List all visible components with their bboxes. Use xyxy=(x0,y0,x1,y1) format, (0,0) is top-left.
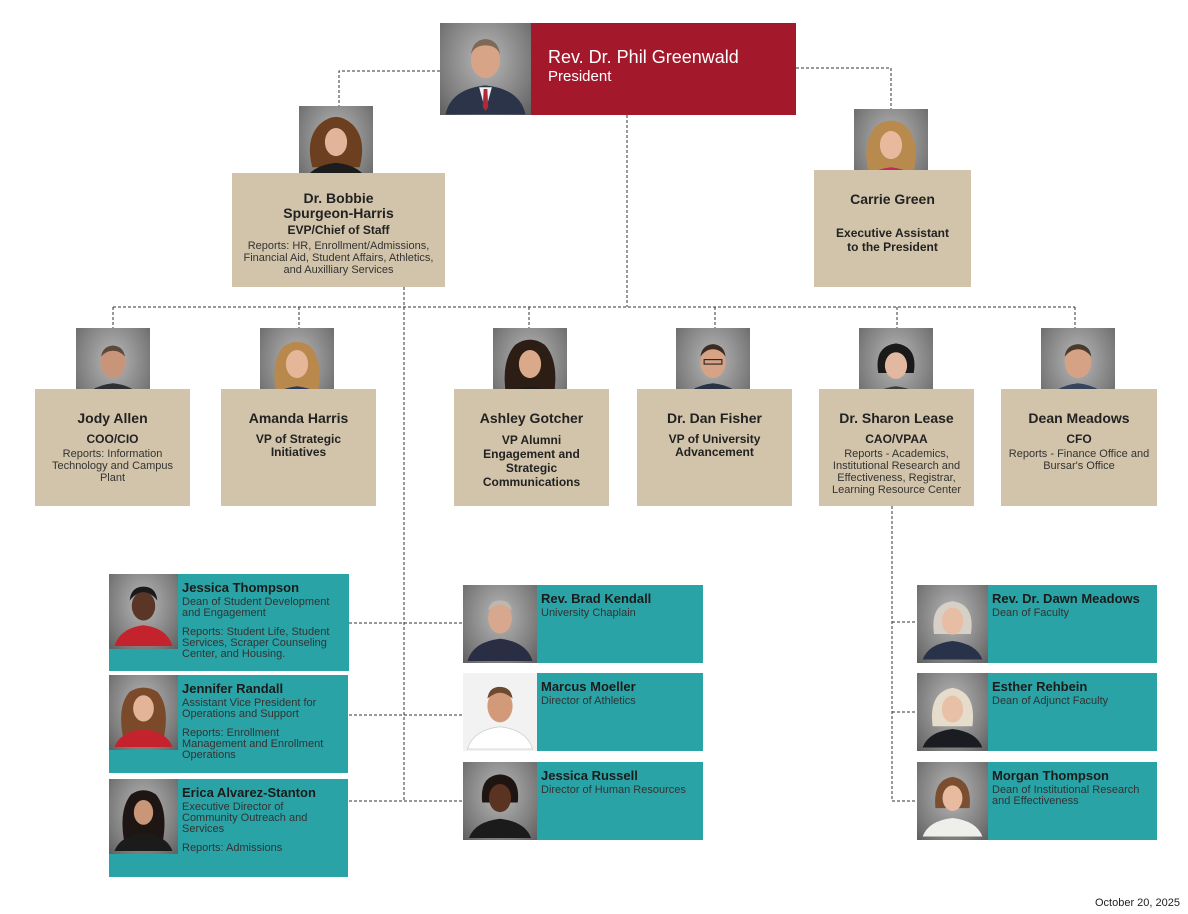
staff-reports: Reports: Student Life, Student Services,… xyxy=(182,626,330,660)
vp-box-ashley-gotcher: Ashley Gotcher VP Alumni Engagement and … xyxy=(454,389,609,506)
vp-box-sharon-lease: Dr. Sharon Lease CAO/VPAA Reports - Acad… xyxy=(819,389,974,506)
person-icon xyxy=(468,774,532,838)
president-title: President xyxy=(548,68,612,85)
vp-box-jody-allen: Jody Allen COO/CIO Reports: Information … xyxy=(35,389,190,506)
assistant-box: Carrie Green Executive Assistant to the … xyxy=(814,170,971,287)
vp-box-amanda-harris: Amanda Harris VP of Strategic Initiative… xyxy=(221,389,376,506)
person-icon xyxy=(922,687,983,748)
vp-name: Dr. Sharon Lease xyxy=(839,410,954,426)
staff-box-jessica-russell: Jessica Russell Director of Human Resour… xyxy=(537,762,703,840)
staff-description: Assistant Vice President for Operations … xyxy=(182,697,317,720)
staff-box-jennifer-randall: Jennifer Randall Assistant Vice Presiden… xyxy=(178,675,348,773)
person-icon xyxy=(445,38,526,115)
evp-name-line2: Spurgeon-Harris xyxy=(283,205,394,221)
teal-strip xyxy=(109,750,178,773)
evp-box: Dr. Bobbie Spurgeon-Harris EVP/Chief of … xyxy=(232,173,445,287)
assistant-title: Executive Assistant to the President xyxy=(836,226,949,254)
staff-box-esther-rehbein: Esther Rehbein Dean of Adjunct Faculty xyxy=(988,673,1157,751)
vp-title: CAO/VPAA xyxy=(865,432,928,446)
vp-reports: Reports - Academics, Institutional Resea… xyxy=(831,448,962,496)
staff-description: Dean of Faculty xyxy=(992,607,1070,619)
person-icon xyxy=(467,600,533,661)
evp-reports: Reports: HR, Enrollment/Admissions, Fina… xyxy=(243,240,434,276)
vp-name: Ashley Gotcher xyxy=(479,410,584,426)
staff-photo-erica-alvarez-stanton xyxy=(109,779,178,854)
staff-photo-jessica-russell xyxy=(463,762,537,840)
person-icon xyxy=(114,790,173,851)
vp-reports: Reports - Finance Office and Bursar's Of… xyxy=(1008,448,1150,472)
president-box: Rev. Dr. Phil Greenwald President xyxy=(531,23,796,115)
staff-photo-brad-kendall xyxy=(463,585,537,663)
chart-date: October 20, 2025 xyxy=(1094,897,1180,909)
teal-strip xyxy=(109,854,178,877)
assistant-name: Carrie Green xyxy=(850,191,935,207)
staff-name: Jennifer Randall xyxy=(182,681,284,696)
staff-photo-jessica-thompson xyxy=(109,574,178,649)
person-icon xyxy=(114,687,173,747)
person-icon xyxy=(922,601,983,660)
vp-reports: Reports: Information Technology and Camp… xyxy=(51,448,174,484)
staff-name: Jessica Thompson xyxy=(182,580,300,595)
president-photo xyxy=(440,23,531,115)
evp-title: EVP/Chief of Staff xyxy=(287,223,390,237)
staff-description: Dean of Adjunct Faculty xyxy=(992,695,1109,707)
staff-name: Esther Rehbein xyxy=(992,679,1088,694)
staff-photo-esther-rehbein xyxy=(917,673,988,751)
vp-title: CFO xyxy=(1066,432,1092,446)
staff-name: Rev. Brad Kendall xyxy=(541,591,652,606)
person-icon xyxy=(466,686,534,750)
teal-strip xyxy=(109,649,178,671)
staff-description: Director of Athletics xyxy=(541,695,636,707)
president-name: Rev. Dr. Phil Greenwald xyxy=(548,47,739,67)
vp-name: Jody Allen xyxy=(77,410,148,426)
vp-name: Dr. Dan Fisher xyxy=(667,410,762,426)
staff-box-jessica-thompson: Jessica Thompson Dean of Student Develop… xyxy=(178,574,349,671)
staff-photo-jennifer-randall xyxy=(109,675,178,750)
staff-description: Executive Director of Community Outreach… xyxy=(182,801,308,835)
vp-title: VP of University Advancement xyxy=(668,432,761,459)
vp-name: Dean Meadows xyxy=(1028,410,1130,426)
person-icon xyxy=(922,776,983,837)
staff-box-marcus-moeller: Marcus Moeller Director of Athletics xyxy=(537,673,703,751)
staff-photo-marcus-moeller xyxy=(463,673,537,751)
person-icon xyxy=(114,586,173,646)
staff-description: University Chaplain xyxy=(541,607,636,619)
staff-name: Rev. Dr. Dawn Meadows xyxy=(992,591,1140,606)
vp-title: VP Alumni Engagement and Strategic Commu… xyxy=(482,433,581,489)
staff-name: Morgan Thompson xyxy=(992,768,1109,783)
staff-description: Dean of Student Development and Engageme… xyxy=(182,596,330,619)
staff-box-dawn-meadows: Rev. Dr. Dawn Meadows Dean of Faculty xyxy=(988,585,1157,663)
staff-box-brad-kendall: Rev. Brad Kendall University Chaplain xyxy=(537,585,703,663)
vp-box-dan-fisher: Dr. Dan Fisher VP of University Advancem… xyxy=(637,389,792,506)
staff-name: Erica Alvarez-Stanton xyxy=(182,785,316,800)
staff-photo-morgan-thompson xyxy=(917,762,988,840)
staff-box-erica-alvarez-stanton: Erica Alvarez-Stanton Executive Director… xyxy=(178,779,348,877)
staff-box-morgan-thompson: Morgan Thompson Dean of Institutional Re… xyxy=(988,762,1157,840)
staff-name: Marcus Moeller xyxy=(541,679,636,694)
staff-description: Director of Human Resources xyxy=(541,784,686,796)
staff-description: Dean of Institutional Research and Effec… xyxy=(992,784,1140,807)
vp-title: COO/CIO xyxy=(86,432,139,446)
evp-name-line1: Dr. Bobbie xyxy=(303,190,374,206)
staff-name: Jessica Russell xyxy=(541,768,638,783)
vp-title: VP of Strategic Initiatives xyxy=(255,432,342,459)
vp-box-dean-meadows: Dean Meadows CFO Reports - Finance Offic… xyxy=(1001,389,1157,506)
vp-name: Amanda Harris xyxy=(248,410,349,426)
staff-reports: Reports: Admissions xyxy=(182,842,283,854)
staff-photo-dawn-meadows xyxy=(917,585,988,663)
staff-reports: Reports: Enrollment Management and Enrol… xyxy=(182,727,324,761)
